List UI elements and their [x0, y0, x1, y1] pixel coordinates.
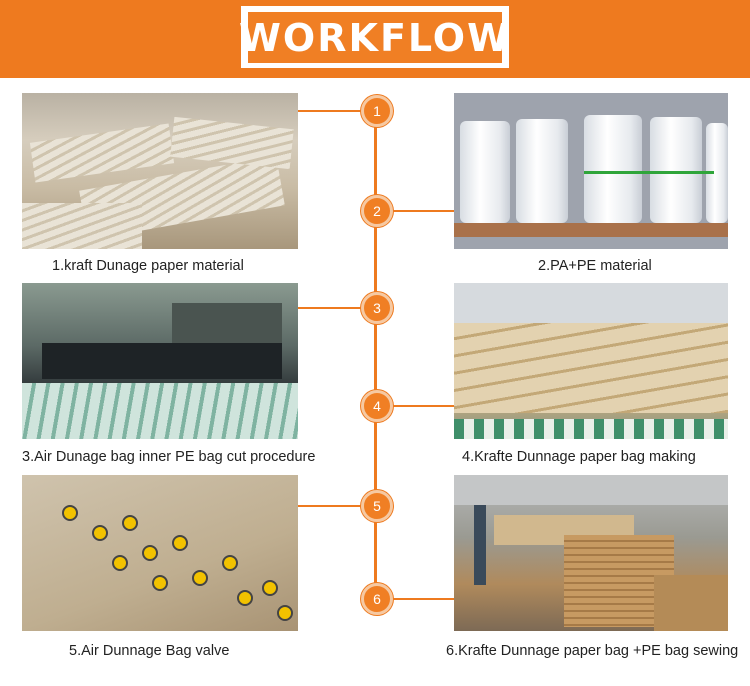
step-node-5: 5	[361, 490, 393, 522]
pe-bag-cutting-machine-photo	[22, 283, 298, 439]
paper-bag-making-photo	[454, 283, 728, 439]
connector-3	[298, 307, 364, 309]
step-node-4: 4	[361, 390, 393, 422]
connector-2	[388, 210, 454, 212]
step-node-2: 2	[361, 195, 393, 227]
connector-6	[388, 598, 454, 600]
step-caption-5: 5.Air Dunnage Bag valve	[69, 643, 230, 659]
page-title: WORKFLOW	[239, 15, 511, 60]
step-caption-3: 3.Air Dunage bag inner PE bag cut proced…	[22, 449, 316, 465]
connector-5	[298, 505, 364, 507]
step-number: 4	[373, 398, 381, 414]
air-bag-valve-photo	[22, 475, 298, 631]
header-title-box: WORKFLOW	[239, 12, 509, 63]
step-number: 3	[373, 300, 381, 316]
step-number: 2	[373, 203, 381, 219]
pa-pe-rolls-photo	[454, 93, 728, 249]
step-caption-2: 2.PA+PE material	[538, 258, 652, 274]
step-caption-4: 4.Krafte Dunnage paper bag making	[462, 449, 696, 465]
step-number: 6	[373, 591, 381, 607]
connector-4	[388, 405, 454, 407]
bag-sewing-photo	[454, 475, 728, 631]
step-node-3: 3	[361, 292, 393, 324]
step-node-6: 6	[361, 583, 393, 615]
step-number: 5	[373, 498, 381, 514]
step-caption-6: 6.Krafte Dunnage paper bag +PE bag sewin…	[446, 643, 739, 659]
connector-1	[298, 110, 364, 112]
kraft-paper-photo	[22, 93, 298, 249]
step-number: 1	[373, 103, 381, 119]
step-node-1: 1	[361, 95, 393, 127]
timeline-line	[374, 96, 377, 612]
step-caption-1: 1.kraft Dunage paper material	[52, 258, 244, 274]
